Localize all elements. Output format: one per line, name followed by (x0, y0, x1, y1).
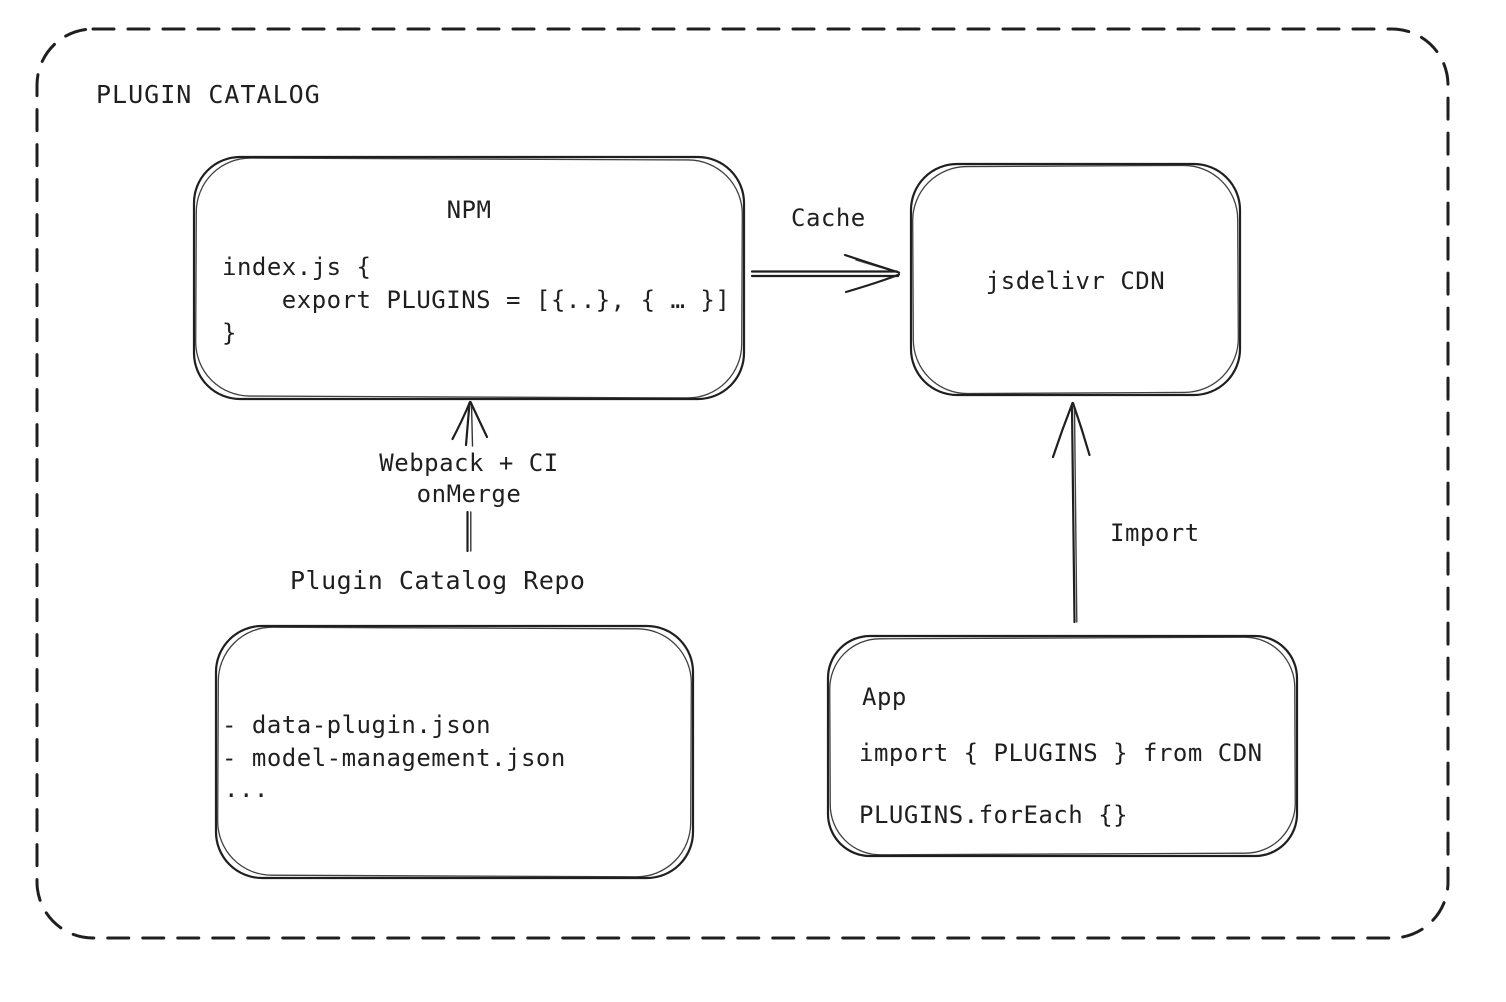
build-arrow-label-line2: onMerge (416, 480, 522, 508)
repo-node-title: Plugin Catalog Repo (290, 566, 586, 595)
npm-code-line: index.js { (222, 253, 372, 281)
import-arrow[interactable] (1053, 403, 1090, 622)
repo-list-item: - data-plugin.json (222, 711, 492, 739)
dashed-boundary (37, 29, 1448, 938)
npm-node-outline[interactable] (194, 157, 744, 399)
cdn-node-title: jsdelivr CDN (985, 267, 1166, 295)
npm-code-line: export PLUGINS = [{..}, { … }] (222, 286, 731, 314)
cache-arrow-label: Cache (791, 204, 866, 232)
build-arrow[interactable] (453, 402, 488, 551)
repo-list-item: ... (224, 775, 269, 803)
import-arrow-label: Import (1110, 519, 1200, 547)
app-code-line: import { PLUGINS } from CDN (859, 739, 1263, 767)
app-code-line: PLUGINS.forEach {} (859, 801, 1129, 829)
cdn-node-outline[interactable] (911, 164, 1240, 395)
repo-node-outline[interactable] (216, 626, 693, 878)
repo-list-item: - model-management.json (222, 744, 566, 772)
app-node-title: App (862, 683, 907, 711)
npm-node-title: NPM (446, 196, 492, 224)
app-node-outline[interactable] (828, 636, 1297, 856)
npm-code-line: } (222, 319, 237, 347)
build-arrow-label-line1: Webpack + CI (379, 449, 559, 477)
diagram-title: PLUGIN CATALOG (96, 80, 321, 109)
plugin-catalog-frame-outline[interactable] (37, 29, 1448, 938)
cache-arrow[interactable] (752, 255, 899, 292)
